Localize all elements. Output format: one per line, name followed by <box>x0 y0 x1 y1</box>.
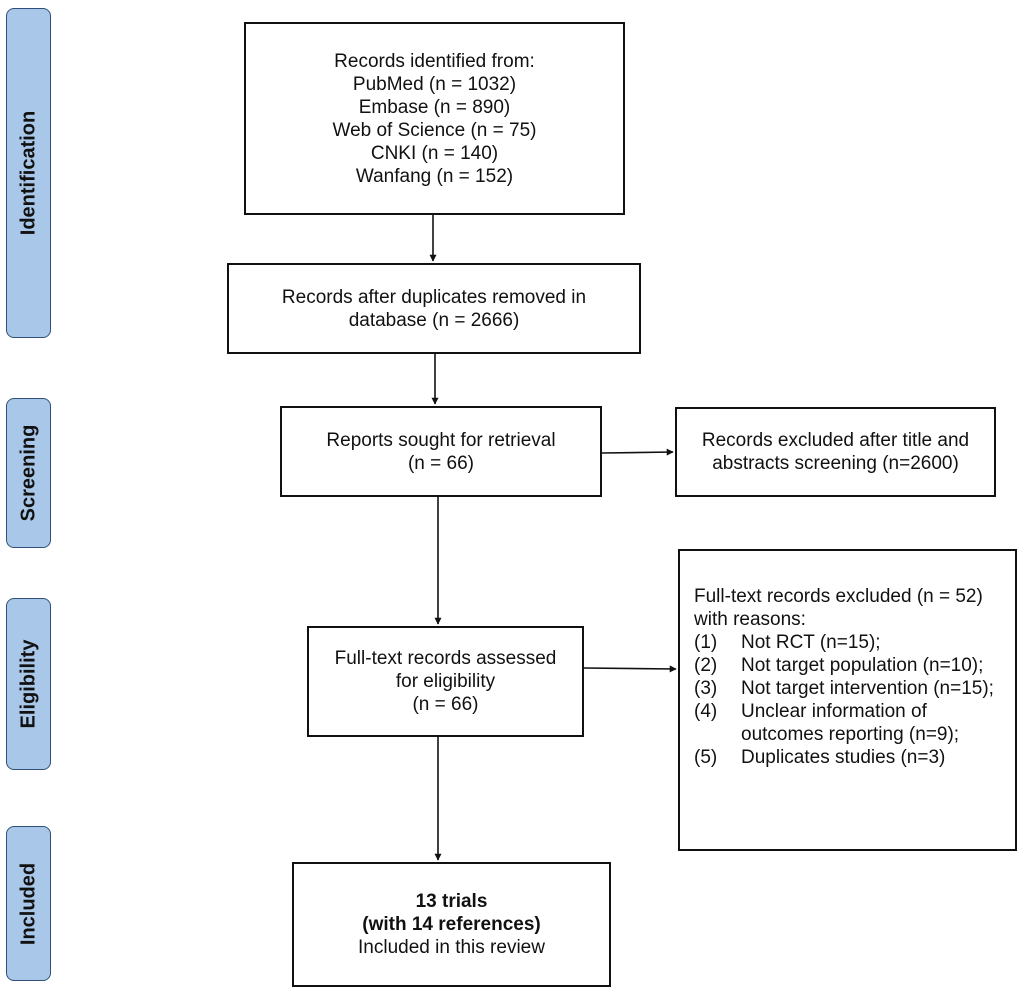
source-embase: Embase (n = 890) <box>358 96 511 118</box>
reason-4-number: (4) <box>694 701 718 722</box>
exclusion-reason-4: (4) Unclear information of outcomes repo… <box>694 700 994 746</box>
duplicates-removed-line-2: database (n = 2666) <box>348 309 520 331</box>
reports-sought-line-2: (n = 66) <box>407 452 474 474</box>
included-box: 13 trials (with 14 references) Included … <box>292 862 611 987</box>
exclusion-reason-3: (3) Not target intervention (n=15); <box>694 677 994 700</box>
reason-2-number: (2) <box>694 655 718 676</box>
included-trials-count: 13 trials <box>415 891 488 912</box>
included-references-count: (with 14 references) <box>362 914 541 935</box>
duplicates-removed-box: Records after duplicates removed in data… <box>227 263 641 354</box>
screening-excluded-line-1: Records excluded after title and <box>701 430 970 451</box>
source-pubmed: PubMed (n = 1032) <box>352 73 517 95</box>
reason-1-text: Not RCT (n=15); <box>741 632 881 653</box>
records-identified-box: Records identified from: PubMed (n = 103… <box>244 22 625 215</box>
duplicates-removed-line-1: Records after duplicates removed in <box>281 286 587 308</box>
reason-2-text: Not target population (n=10); <box>741 655 984 676</box>
fulltext-excluded-heading-1: Full-text records excluded (n = 52) <box>694 586 983 607</box>
source-cnki: CNKI (n = 140) <box>370 142 499 164</box>
fulltext-excluded-heading-2: with reasons: <box>694 609 806 630</box>
fulltext-assessed-line-3: (n = 66) <box>412 694 479 715</box>
reason-5-text: Duplicates studies (n=3) <box>741 747 946 768</box>
records-identified-heading: Records identified from: <box>334 50 535 72</box>
fulltext-excluded-box: Full-text records excluded (n = 52) with… <box>678 549 1017 851</box>
reason-1-number: (1) <box>694 632 718 653</box>
fulltext-assessed-line-1: Full-text records assessed <box>334 648 557 669</box>
screening-excluded-line-2: abstracts screening (n=2600) <box>712 453 959 474</box>
exclusion-reason-5: (5) Duplicates studies (n=3) <box>694 746 994 769</box>
reason-4-text: Unclear information of outcomes reportin… <box>741 701 960 745</box>
source-wanfang: Wanfang (n = 152) <box>355 165 514 187</box>
phase-eligibility: Eligibility <box>6 598 51 770</box>
exclusion-reason-1: (1) Not RCT (n=15); <box>694 631 994 654</box>
reports-sought-box: Reports sought for retrieval (n = 66) <box>280 406 602 497</box>
included-review-text: Included in this review <box>358 937 545 958</box>
phase-identification: Identification <box>6 8 51 338</box>
fulltext-assessed-box: Full-text records assessed for eligibili… <box>307 626 584 737</box>
reason-5-number: (5) <box>694 747 718 768</box>
source-web-of-science: Web of Science (n = 75) <box>332 119 537 141</box>
reports-sought-line-1: Reports sought for retrieval <box>326 429 556 451</box>
arrow-sought-to-excluded <box>601 448 674 456</box>
phase-included: Included <box>6 826 51 981</box>
reason-3-number: (3) <box>694 678 718 699</box>
exclusion-reason-2: (2) Not target population (n=10); <box>694 654 994 677</box>
fulltext-assessed-line-2: for eligibility <box>395 671 496 692</box>
arrow-assessed-to-excluded <box>583 665 677 673</box>
reason-3-text: Not target intervention (n=15); <box>741 678 994 699</box>
phase-screening: Screening <box>6 398 51 548</box>
screening-excluded-box: Records excluded after title and abstrac… <box>675 407 996 497</box>
